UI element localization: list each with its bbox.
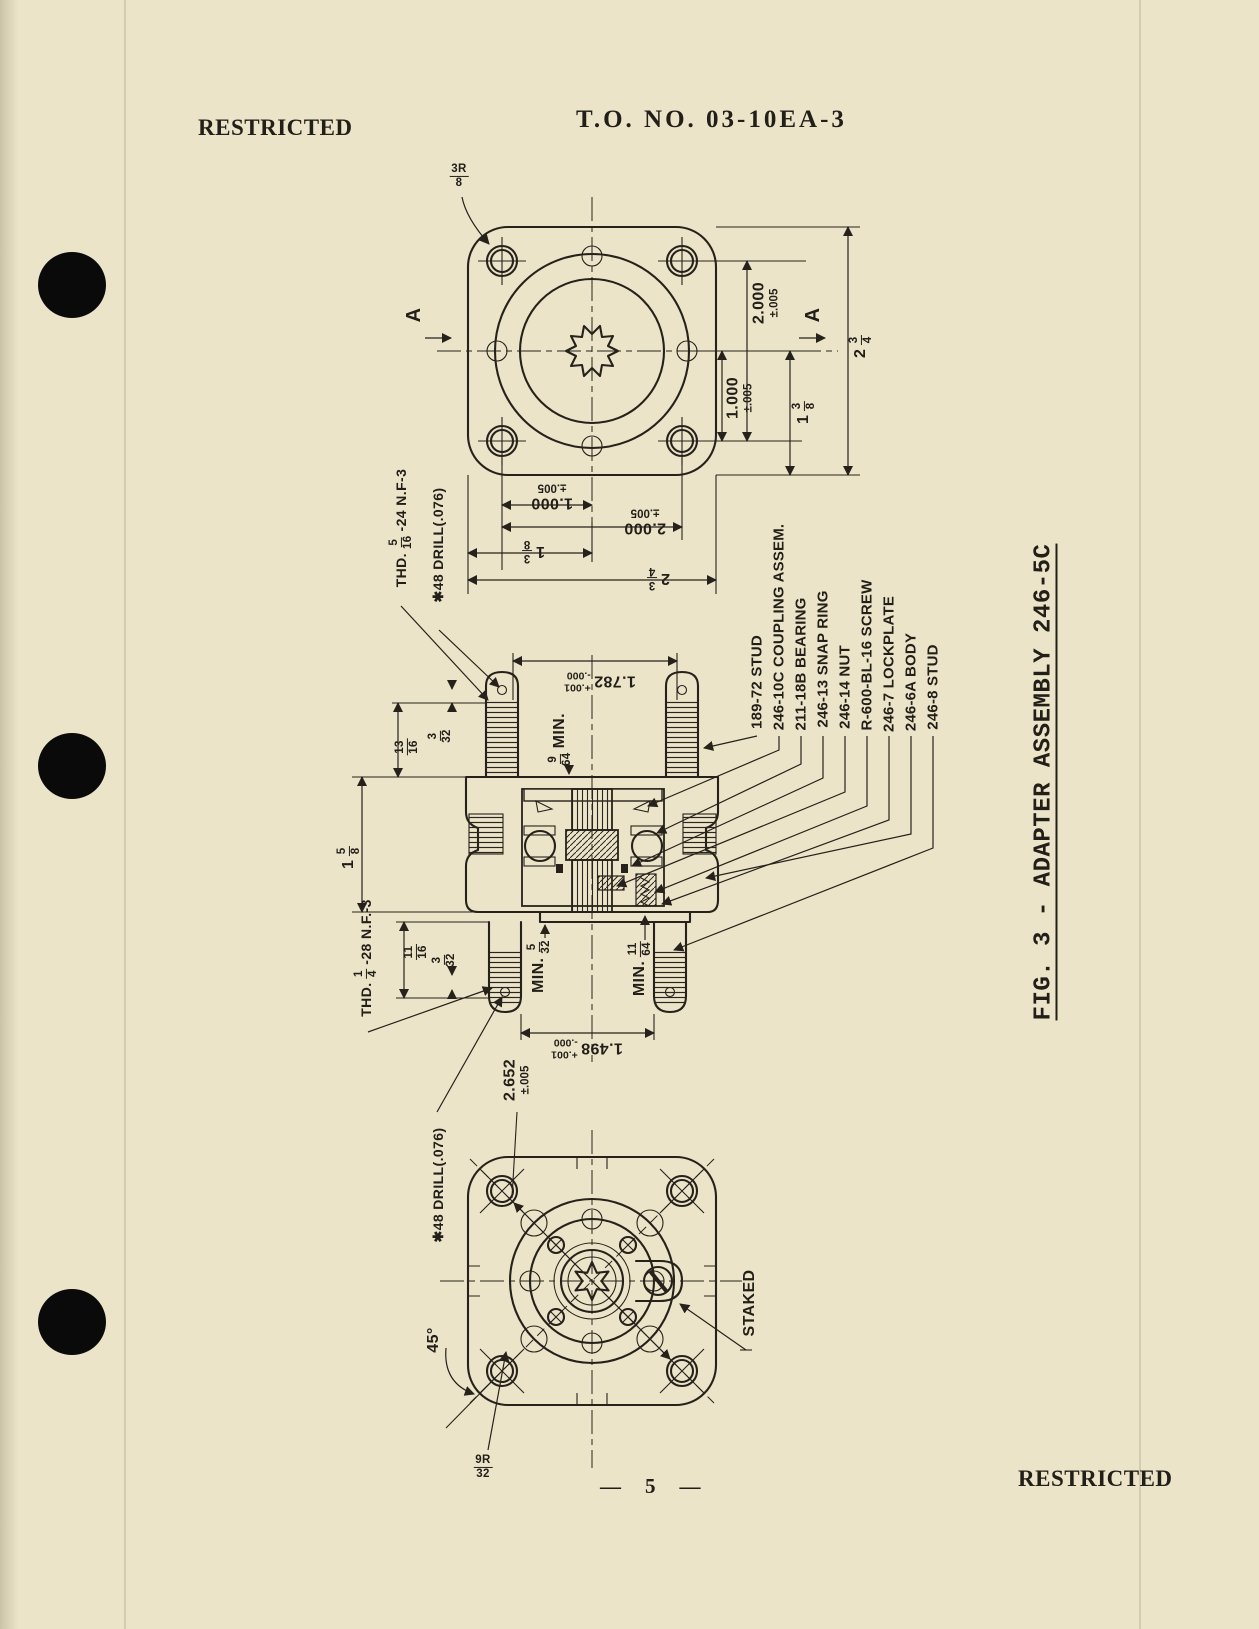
part-label-nut: 246-14 NUT xyxy=(836,645,854,729)
dim-2000-bottom: 2.000±.005 xyxy=(623,506,667,537)
part-label-lockplate: 246-7 LOCKPLATE xyxy=(880,595,898,733)
part-label-stud-189-72: 189-72 STUD xyxy=(748,635,766,729)
dim-1000-bottom: 1.000±.005 xyxy=(530,481,574,512)
top-view xyxy=(425,196,860,594)
dim-1498: 1.498 +.001-.000 xyxy=(551,1037,623,1061)
header-classification: RESTRICTED xyxy=(198,115,353,140)
page-number: — 5 — xyxy=(600,1474,701,1499)
page-fold-line-right xyxy=(1139,0,1141,1629)
section-letter-a-right: A xyxy=(802,307,824,323)
page-number-dash: — xyxy=(600,1474,621,1498)
dim-2000-right: 2.000±.005 xyxy=(750,281,781,325)
staked-label: STAKED xyxy=(741,1269,758,1337)
page-number-dash: — xyxy=(679,1474,701,1498)
page-number-value: 5 xyxy=(645,1474,656,1498)
footer-classification: RESTRICTED xyxy=(1018,1466,1173,1491)
page-fold-line-left xyxy=(124,0,126,1629)
dim-1782: 1.782 +.001-.000 xyxy=(564,670,636,694)
punch-hole xyxy=(38,1289,106,1355)
part-label-bearing: 211-18B BEARING xyxy=(792,597,810,731)
section-letter-a-left: A xyxy=(403,307,425,323)
dim-2652: 2.652±.005 xyxy=(501,1058,532,1102)
bottom-view xyxy=(440,1111,752,1468)
part-label-screw: R-600-BL-16 SCREW xyxy=(858,579,876,731)
punch-hole xyxy=(38,733,106,799)
dim-1000-right: 1.000±.005 xyxy=(724,376,755,420)
punch-hole xyxy=(38,252,106,318)
drill-callout-top: ✱48 DRILL(.076) xyxy=(430,487,446,603)
part-label-body: 246-6A BODY xyxy=(902,632,920,732)
part-label-coupling-assem: 246-10C COUPLING ASSEM. xyxy=(770,523,788,731)
angle-45-label: 45° xyxy=(425,1327,442,1353)
header-doc-number: T.O. NO. 03-10EA-3 xyxy=(576,106,847,133)
part-label-snap-ring: 246-13 SNAP RING xyxy=(814,590,832,728)
figure-title: FIG. 3 - ADAPTER ASSEMBLY 246-5C xyxy=(1030,543,1058,1021)
part-label-stud-246-8: 246-8 STUD xyxy=(924,644,942,730)
section-view xyxy=(352,605,934,1113)
drill-callout-bottom-view: ✱48 DRILL(.076) xyxy=(430,1127,446,1243)
